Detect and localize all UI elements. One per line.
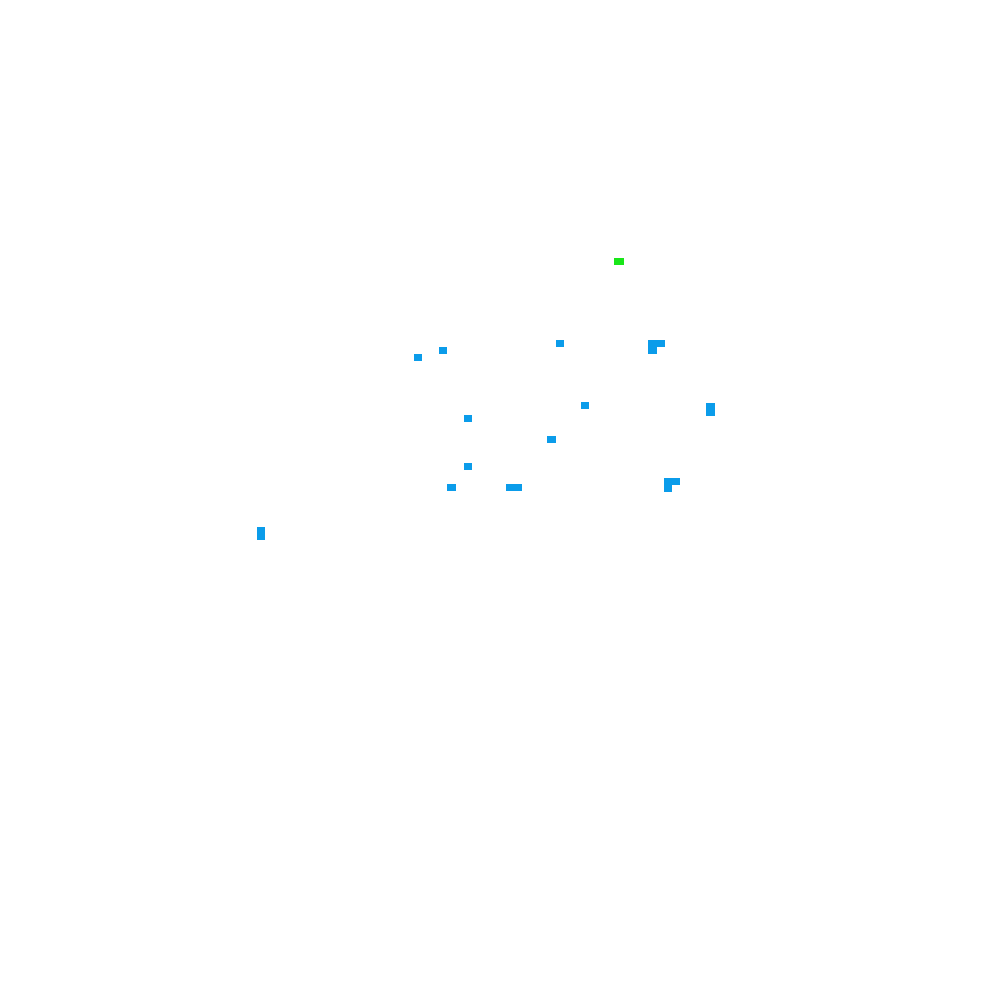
green-cell: [614, 258, 624, 265]
blue-cell: [706, 403, 715, 416]
blue-cell: [506, 484, 522, 491]
blue-cell: [648, 340, 657, 354]
blue-cell: [464, 415, 472, 422]
blue-cell: [447, 484, 456, 491]
blue-cell: [414, 354, 422, 361]
blue-cell: [664, 478, 680, 485]
blue-cell: [464, 463, 472, 470]
blue-cell: [556, 340, 564, 347]
blue-cell: [664, 478, 672, 492]
blue-cell: [547, 436, 556, 443]
blue-cell: [257, 527, 265, 540]
blue-cell: [439, 347, 447, 354]
blue-cell: [581, 402, 589, 409]
